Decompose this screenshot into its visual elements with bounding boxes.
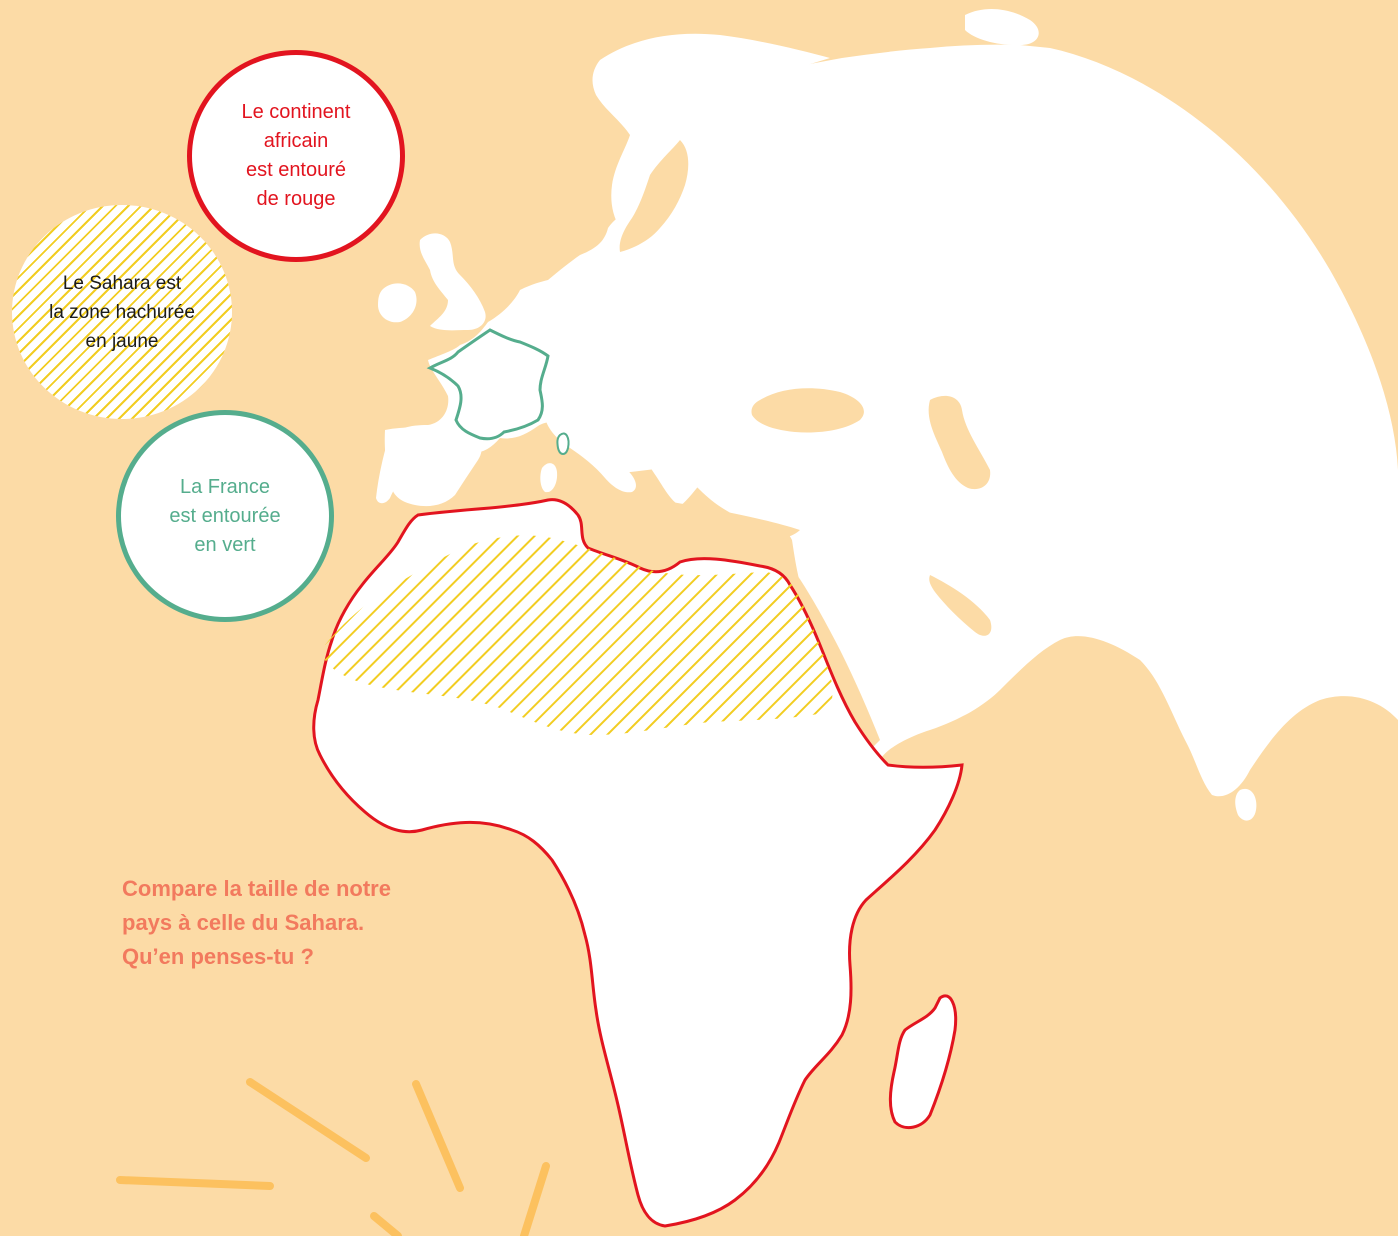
legend-sahara-callout: Le Sahara est la zone hachurée en jaune [12,205,232,419]
legend-africa-callout: Le continent africain est entouré de rou… [187,50,405,262]
sri-lanka [1235,788,1257,821]
ray [246,1078,370,1162]
legend-sahara-text: Le Sahara est la zone hachurée en jaune [49,272,195,352]
ray [116,1176,274,1190]
arabian-peninsula [819,584,1000,742]
black-sea [751,388,864,433]
ray [520,1162,550,1236]
baltic-sea [619,140,689,252]
corsica [556,432,570,455]
italy [545,415,636,493]
ray [412,1080,464,1192]
ireland [378,283,417,323]
balkans [640,433,716,506]
france-outline [426,328,550,441]
legend-africa-text: Le continent africain est entouré de rou… [241,101,351,210]
iberia [384,427,482,507]
sahara-zone [325,535,833,735]
arctic-island [965,8,1039,46]
decorative-rays [116,1078,550,1236]
great-britain [419,233,486,331]
question-text: Compare la taille de notre pays à celle … [122,876,391,969]
legend-france-text: La France est entourée en vert [169,475,281,556]
caspian-sea [928,395,991,490]
madagascar [888,994,958,1130]
red-sea [786,565,880,748]
legend-france-callout: La France est entourée en vert [116,410,334,622]
persian-gulf [929,575,992,636]
ray [370,1212,402,1236]
sardinia [540,463,558,493]
